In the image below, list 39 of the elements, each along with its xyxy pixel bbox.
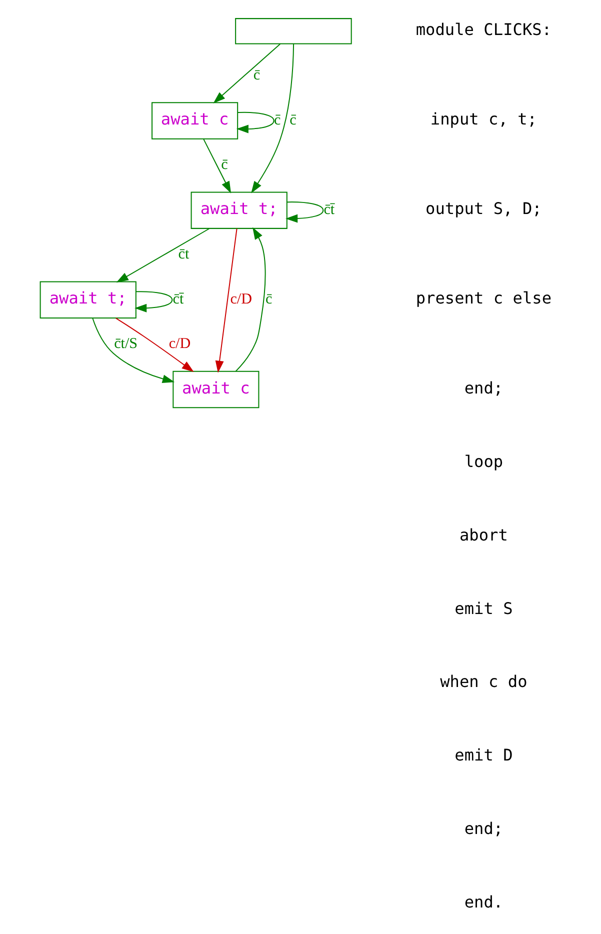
- edge-label: c̄: [221, 156, 228, 173]
- arrow: [213, 43, 280, 103]
- arrow: [215, 228, 238, 372]
- edge-label: c̄t: [178, 246, 190, 262]
- node-box: await c: [172, 370, 260, 408]
- label: end.: [464, 892, 504, 912]
- label: abort: [459, 524, 508, 544]
- arrow: [286, 201, 324, 222]
- edge-label: c̄t̄: [324, 201, 335, 218]
- arrow: [116, 228, 210, 282]
- label: loop: [464, 451, 504, 470]
- label: output S, D;: [426, 198, 542, 218]
- label: end;: [464, 818, 504, 838]
- label: present c else: [416, 288, 552, 308]
- arrow: [236, 226, 266, 372]
- edge-label: c̄: [274, 112, 281, 128]
- node-box: await t;: [190, 191, 288, 228]
- edge-label: c/D: [168, 336, 191, 352]
- edge-label: c̄t̄: [172, 290, 184, 307]
- node-box: await t;: [40, 280, 136, 318]
- arrow: [236, 111, 274, 133]
- label: emit D: [454, 745, 513, 764]
- label: when c do: [440, 672, 528, 691]
- label: module CLICKS:: [416, 19, 552, 38]
- edge-label: c̄: [253, 66, 260, 83]
- edge-label: c/D: [230, 290, 252, 307]
- label: input c, t;: [430, 109, 537, 128]
- label: end;: [464, 378, 504, 397]
- node-box: [235, 18, 352, 44]
- edge-label: c̄: [290, 112, 296, 128]
- arrow: [251, 44, 294, 193]
- arrow: [203, 138, 232, 193]
- edge-label: c̄: [265, 290, 272, 307]
- arrow: [92, 317, 175, 382]
- arrow: [134, 290, 173, 312]
- label: emit S: [454, 598, 513, 618]
- edge-label: c̄t/S: [114, 336, 138, 352]
- arrow: [116, 317, 194, 372]
- node-box: await c: [152, 102, 238, 139]
